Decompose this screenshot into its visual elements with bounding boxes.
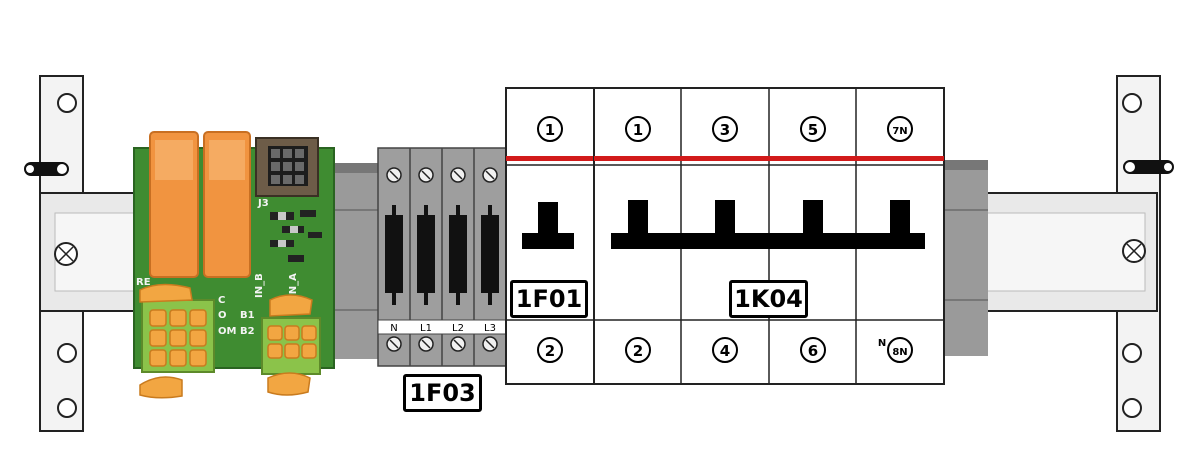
- end-stop-right: [944, 160, 988, 356]
- terminal-top-5: 5: [808, 121, 818, 139]
- terminal-block-1f03: N L1 L2 L3: [377, 147, 507, 367]
- terminal-bottom-2: 2: [633, 342, 643, 360]
- mounting-hole-icon: [57, 398, 77, 418]
- terminal-top-1: 1: [545, 121, 555, 139]
- silk-re: RE: [136, 277, 151, 288]
- terminal-top-1: 1: [633, 121, 643, 139]
- mounting-hole-icon: [57, 93, 77, 113]
- terminal-bottom-2: 2: [545, 342, 555, 360]
- end-stop-left: [330, 163, 378, 359]
- silk-in-a: IN_A: [288, 273, 299, 298]
- label-1f01: 1F01: [510, 280, 588, 318]
- terminal-top-7n: 7N: [892, 126, 907, 137]
- label-1k04: 1K04: [729, 280, 808, 318]
- screw-icon: [55, 162, 69, 176]
- terminal-label-n: N: [390, 323, 397, 334]
- silk-j3: J3: [257, 198, 269, 209]
- toggle-icon: [522, 202, 574, 249]
- silk-in-b: IN_B: [254, 273, 265, 298]
- terminal-label-l3: L3: [484, 323, 496, 334]
- silk-o: O: [218, 310, 227, 321]
- mounting-hole-icon: [1122, 343, 1142, 363]
- silk-c: C: [218, 295, 225, 306]
- contactor-1k04: 1 3 5 7N 2 4 6 8N N: [593, 87, 945, 385]
- mounting-hole-icon: [57, 343, 77, 363]
- terminal-bottom-4: 4: [720, 342, 730, 360]
- toggle-icon: [611, 200, 925, 249]
- mounting-hole-icon: [1122, 398, 1142, 418]
- mounting-hole-icon: [1122, 93, 1142, 113]
- label-1f03: 1F03: [403, 374, 482, 412]
- silk-om: OM: [218, 326, 237, 337]
- silk-b1: B1: [240, 310, 255, 321]
- silk-b2: B2: [240, 326, 255, 337]
- breaker-1f01: 1 2: [505, 87, 595, 385]
- terminal-label-l2: L2: [452, 323, 464, 334]
- relay-board: IN_B IN_A RE C O B1 OM B2 J3: [133, 131, 335, 399]
- terminal-circle: [537, 337, 563, 363]
- neutral-mark: N: [878, 338, 886, 349]
- terminal-bottom-6: 6: [808, 342, 818, 360]
- terminal-bottom-8n: 8N: [892, 347, 907, 358]
- terminal-circle: [537, 116, 563, 142]
- terminal-label-l1: L1: [420, 323, 432, 334]
- screw-icon: [1123, 160, 1137, 174]
- terminal-top-3: 3: [720, 121, 730, 139]
